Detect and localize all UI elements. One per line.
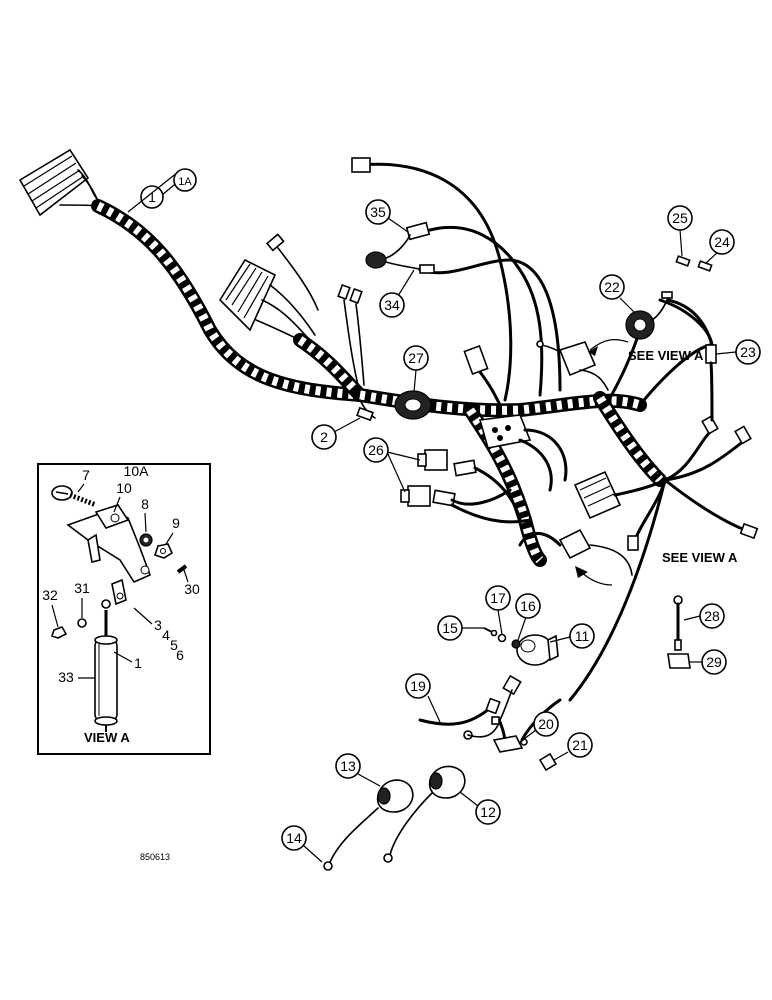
svg-text:2: 2 (320, 429, 328, 445)
see-view-a-upper: SEE VIEW A (628, 348, 704, 363)
callout-17: 17 (485, 585, 511, 635)
callout-23: 23 (715, 339, 761, 365)
callout-25: 25 (667, 205, 693, 257)
svg-text:1A: 1A (178, 176, 192, 188)
inset-label-1: 1 (134, 655, 142, 671)
inset-label-5: 5 (170, 637, 178, 653)
callout-16: 16 (515, 593, 541, 641)
callout-12: 12 (459, 791, 501, 825)
inset-label-8: 8 (141, 496, 149, 512)
callout-27: 27 (403, 345, 429, 393)
inset-label-7: 7 (82, 467, 90, 483)
callout-28: 28 (683, 603, 725, 629)
inset-label-6: 6 (176, 647, 184, 663)
switch-upper-right (536, 339, 629, 391)
main-harness (18, 148, 759, 871)
svg-text:21: 21 (572, 737, 588, 753)
callout-15: 15 (437, 615, 484, 641)
callout-34: 34 (379, 269, 415, 318)
switch-lower (518, 528, 633, 586)
callout-35: 35 (365, 199, 409, 233)
screw-7 (51, 485, 97, 508)
svg-text:35: 35 (370, 204, 386, 220)
inset-label-10a: 10A (124, 463, 150, 479)
drawing-number: 850613 (140, 852, 170, 862)
svg-text:16: 16 (520, 598, 536, 614)
svg-text:28: 28 (704, 608, 720, 624)
svg-text:1: 1 (148, 189, 156, 205)
callout-13: 13 (335, 753, 381, 787)
inset-label-32: 32 (42, 587, 58, 603)
svg-text:22: 22 (604, 279, 620, 295)
inset-label-33: 33 (58, 669, 74, 685)
plunger-switch (94, 599, 118, 732)
callout-24: 24 (705, 229, 735, 264)
callout-26: 26 (363, 437, 421, 493)
svg-text:34: 34 (384, 297, 400, 313)
callout-2: 2 (311, 417, 361, 450)
svg-text:12: 12 (480, 804, 496, 820)
connectors-26 (400, 449, 532, 524)
svg-text:29: 29 (706, 654, 722, 670)
connector-block-right (573, 470, 667, 520)
callout-1a: 1A (127, 168, 197, 213)
see-view-a-lower: SEE VIEW A (662, 550, 738, 565)
callout-19: 19 (405, 673, 441, 723)
inset-title: VIEW A (84, 730, 130, 745)
connector-block-left (18, 148, 101, 217)
svg-text:17: 17 (490, 590, 506, 606)
callout-14: 14 (281, 825, 323, 863)
callouts: 1 1A 35 34 27 2 26 (127, 168, 761, 863)
inset-label-10: 10 (116, 480, 132, 496)
svg-text:27: 27 (408, 350, 424, 366)
callout-11: 11 (549, 623, 595, 649)
svg-text:19: 19 (410, 678, 426, 694)
callout-20: 20 (519, 711, 559, 743)
bracket-10 (66, 504, 152, 606)
inset-label-30: 30 (184, 581, 200, 597)
lamps (323, 765, 466, 871)
svg-text:11: 11 (575, 628, 590, 644)
svg-text:14: 14 (286, 830, 302, 846)
central-switch-block (478, 414, 568, 492)
callout-29: 29 (690, 649, 727, 675)
inset-label-3: 3 (154, 617, 162, 633)
svg-text:20: 20 (538, 716, 554, 732)
svg-text:15: 15 (442, 620, 458, 636)
svg-text:24: 24 (714, 234, 730, 250)
callout-21: 21 (553, 732, 593, 761)
inset-label-4: 4 (162, 627, 170, 643)
svg-text:26: 26 (368, 442, 384, 458)
svg-text:13: 13 (340, 758, 356, 774)
sensor-connector (365, 221, 435, 274)
terminal-28-29 (667, 595, 691, 669)
sensor-22 (625, 291, 673, 340)
inset-label-9: 9 (172, 515, 180, 531)
inset-label-31: 31 (74, 580, 90, 596)
terminals-mid (265, 233, 365, 386)
view-a-inset: 7 10A 10 8 9 30 31 32 3 4 5 6 1 33 VIEW … (37, 463, 211, 755)
grommet (394, 390, 432, 420)
svg-text:25: 25 (672, 210, 688, 226)
switch-11 (483, 627, 559, 721)
svg-text:23: 23 (740, 344, 756, 360)
callout-22: 22 (599, 274, 635, 313)
